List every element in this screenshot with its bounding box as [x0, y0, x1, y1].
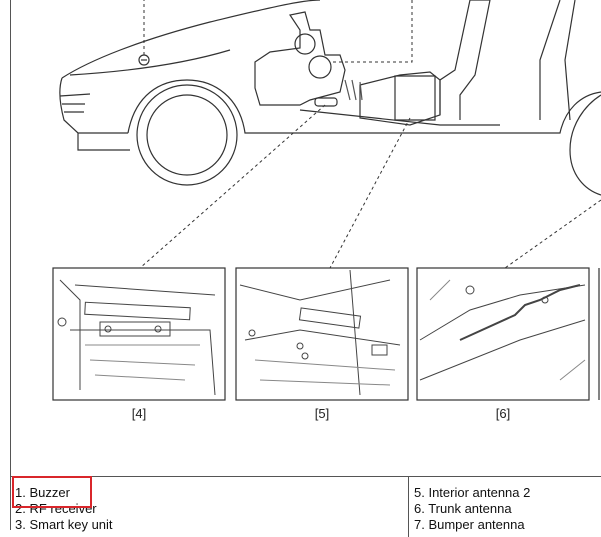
hood-line [69, 49, 231, 76]
inset-panel-5 [235, 267, 409, 401]
car-body-outline [59, 0, 601, 151]
leader-line-5 [329, 117, 411, 269]
legend-item-rf-receiver: 2. RF receiver [15, 501, 97, 516]
front-seat [439, 0, 491, 120]
inset-label-6: [6] [495, 406, 511, 421]
inset-label-5: [5] [314, 406, 330, 421]
dashboard-outline [254, 11, 346, 106]
leader-line-4 [139, 104, 326, 269]
leader-line-6 [504, 199, 601, 269]
legend-item-buzzer: 1. Buzzer [15, 485, 70, 500]
steering-part-2 [308, 55, 332, 79]
inset6-antenna [459, 284, 581, 341]
highlight-box [12, 476, 92, 508]
wiring-harness [344, 79, 363, 101]
inset5-receiver [298, 307, 362, 329]
legend-column-left: 1. Buzzer 2. RF receiver 3. Smart key un… [10, 477, 409, 537]
legend-column-right: 5. Interior antenna 2 6. Trunk antenna 7… [409, 477, 601, 537]
floor-line [299, 109, 500, 126]
legend-item-trunk-antenna: 6. Trunk antenna [414, 501, 512, 516]
leader-dash-top [330, 0, 413, 63]
front-wheel-inner [146, 94, 228, 176]
center-console [359, 71, 441, 126]
inset-label-4: [4] [131, 406, 147, 421]
front-grille [59, 93, 91, 113]
legend-item-interior-antenna-2: 5. Interior antenna 2 [414, 485, 531, 500]
inset4-module [99, 321, 171, 337]
console-box [394, 75, 436, 121]
receiver-marker [314, 97, 338, 107]
inset4-bracket [84, 301, 191, 321]
legend-table: 1. Buzzer 2. RF receiver 3. Smart key un… [10, 476, 601, 537]
front-wheel-outer [136, 84, 238, 186]
inset-panel-6 [416, 267, 590, 401]
legend-item-smart-key-unit: 3. Smart key unit [15, 517, 113, 532]
steering-part-1 [294, 33, 316, 55]
legend-item-bumper-antenna: 7. Bumper antenna [414, 517, 525, 532]
rear-seat [539, 0, 576, 121]
rear-wheel-arc [569, 94, 601, 196]
inset-panel-4 [52, 267, 226, 401]
diagram-frame [10, 0, 601, 530]
